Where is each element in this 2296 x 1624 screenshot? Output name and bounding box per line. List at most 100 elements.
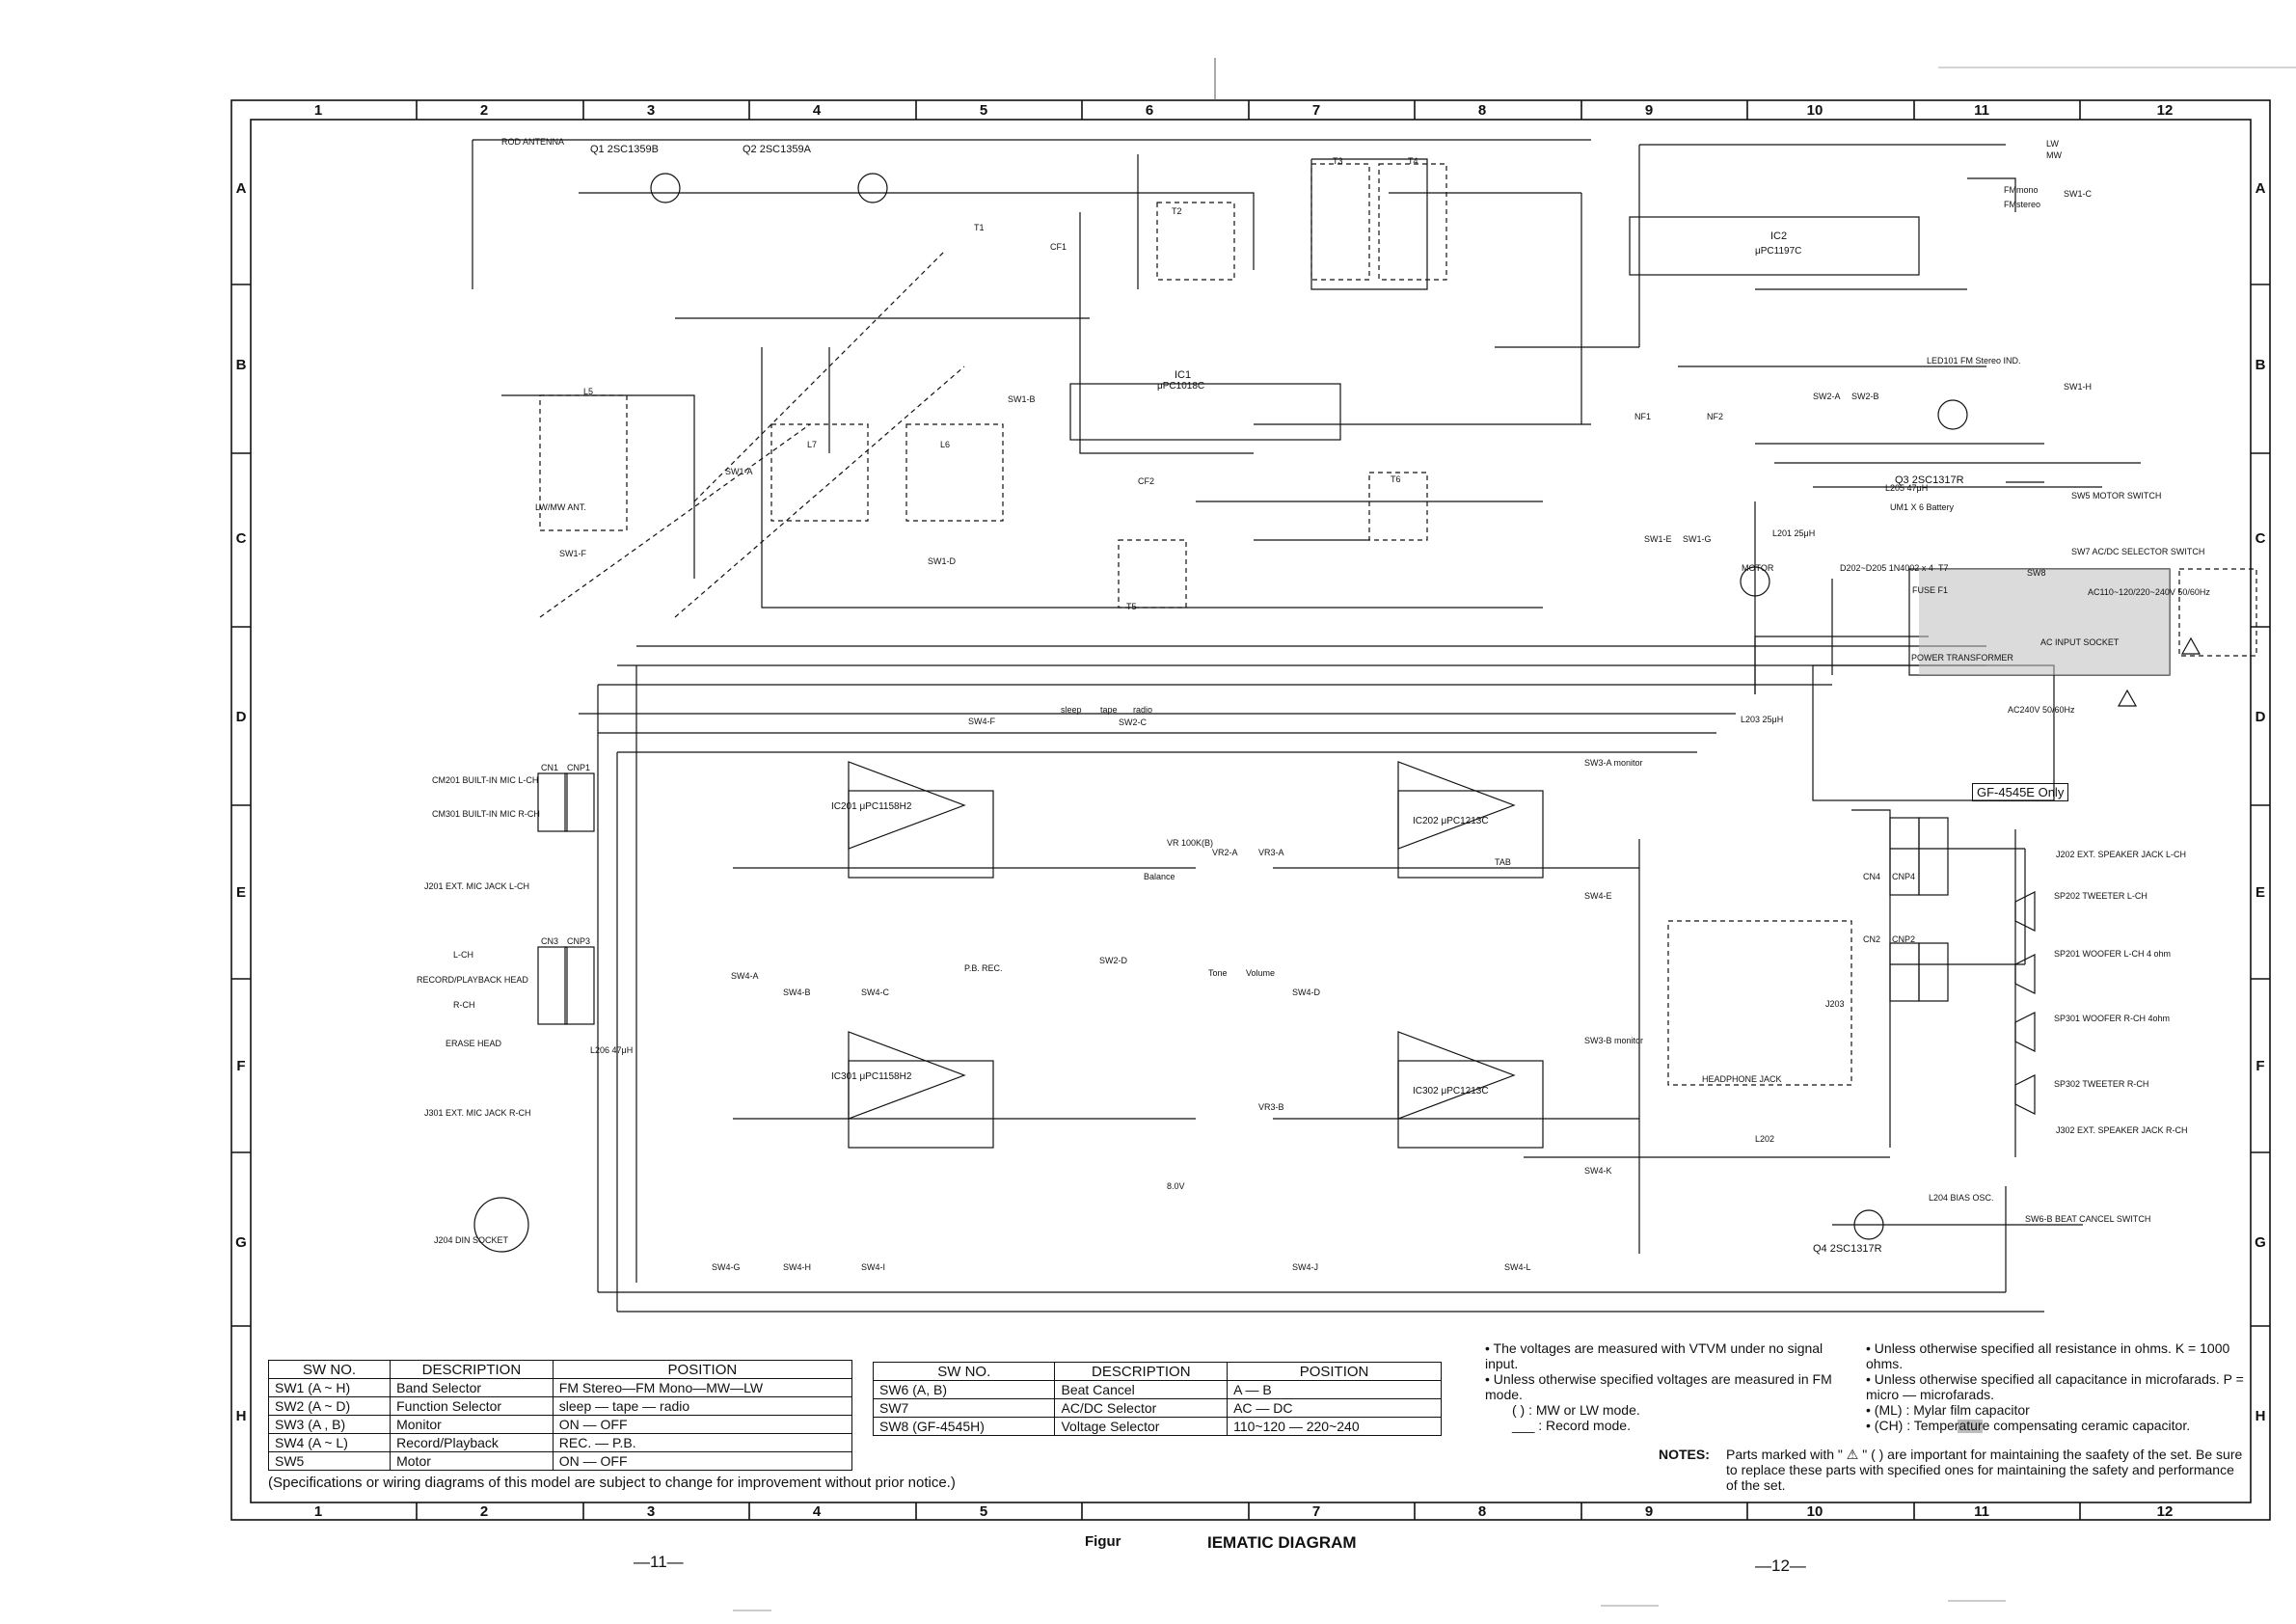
table-cell: SW4 (A ~ L) — [267, 1433, 392, 1452]
label-ic202: IC202 μPC1213C — [1413, 816, 1489, 826]
grid-col-top: 6 — [1145, 102, 1154, 119]
label-l6: L6 — [940, 440, 951, 449]
note-item: • Unless otherwise specified all resista… — [1866, 1340, 2230, 1371]
label-cn1: CN1 — [541, 763, 559, 772]
label-t6: T6 — [1391, 474, 1401, 484]
table-header: DESCRIPTION — [1054, 1362, 1229, 1381]
grid-col-bottom: 3 — [646, 1503, 656, 1520]
label-um1: UM1 X 6 Battery — [1890, 502, 1955, 512]
note-item: • Unless otherwise specified voltages ar… — [1485, 1371, 1832, 1402]
label-t4: T4 — [1408, 156, 1418, 166]
outer-frame — [230, 99, 2271, 1521]
table-header: DESCRIPTION — [390, 1360, 554, 1379]
grid-col-top: 2 — [479, 102, 489, 119]
grid-col-top: 8 — [1477, 102, 1487, 119]
label-sw4j: SW4-J — [1292, 1262, 1318, 1272]
label-sw1a: SW1-A — [725, 467, 753, 476]
notes-heading: NOTES: — [1659, 1447, 1710, 1462]
label-ic2-part: μPC1197C — [1755, 246, 1802, 257]
label-j201: J201 EXT. MIC JACK L-CH — [424, 881, 530, 891]
grid-col-bottom: 1 — [313, 1503, 323, 1520]
table-cell: SW1 (A ~ H) — [267, 1378, 392, 1397]
grid-col-top: 5 — [979, 102, 988, 119]
table-cell: ON — OFF — [552, 1451, 853, 1471]
grid-row-right: H — [2255, 1408, 2266, 1424]
figure-caption-left: Figur — [1085, 1533, 1121, 1550]
label-l204: L204 BIAS OSC. — [1929, 1193, 1994, 1203]
label-cnp2: CNP2 — [1892, 934, 1916, 944]
grid-col-bottom: 8 — [1477, 1503, 1487, 1520]
grid-col-top: 1 — [313, 102, 323, 119]
table-cell: AC/DC Selector — [1054, 1398, 1229, 1418]
label-mw: MW — [2046, 150, 2062, 160]
inner-frame — [250, 119, 2252, 1503]
label-ac-input-socket: AC INPUT SOCKET — [2040, 637, 2120, 647]
grid-col-top: 10 — [1806, 102, 1823, 119]
table-cell: Voltage Selector — [1054, 1417, 1229, 1436]
table-cell: REC. — P.B. — [552, 1433, 853, 1452]
label-sw4l: SW4-L — [1504, 1262, 1531, 1272]
note-item: • (ML) : Mylar film capacitor — [1866, 1402, 2030, 1418]
label-cn2: CN2 — [1863, 934, 1881, 944]
label-sw2b: SW2-B — [1851, 392, 1879, 401]
figure-caption-right: IEMATIC DIAGRAM — [1207, 1533, 1357, 1552]
grid-col-top: 3 — [646, 102, 656, 119]
label-sw3a: SW3-A monitor — [1584, 758, 1643, 768]
table-cell: SW5 — [267, 1451, 392, 1471]
table-row: SW5 Motor ON — OFF — [267, 1451, 853, 1471]
label-tab: TAB — [1495, 857, 1511, 867]
table-cell: Band Selector — [390, 1378, 554, 1397]
label-fuse: FUSE F1 — [1912, 585, 1949, 595]
table-cell: 110~120 — 220~240 — [1227, 1417, 1442, 1436]
label-balance: Balance — [1144, 872, 1175, 881]
label-rec-pb-head: RECORD/PLAYBACK HEAD — [417, 975, 528, 985]
note-text: (CH) : Temperature compensating ceramic … — [1874, 1418, 2191, 1433]
label-lw: LW — [2046, 139, 2059, 149]
label-sw1h: SW1-H — [2064, 382, 2092, 392]
label-sw4g: SW4-G — [712, 1262, 741, 1272]
grid-col-bottom: 5 — [979, 1503, 988, 1520]
table-header: POSITION — [1227, 1362, 1442, 1381]
note-text: Unless otherwise specified voltages are … — [1485, 1371, 1832, 1402]
label-sp201: SP201 WOOFER L-CH 4 ohm — [2054, 949, 2172, 959]
grid-row-left: H — [235, 1408, 247, 1424]
table-row: SW2 (A ~ D) Function Selector sleep — ta… — [267, 1396, 853, 1416]
table-cell: AC — DC — [1227, 1398, 1442, 1418]
grid-row-left: A — [235, 180, 247, 197]
label-j301: J301 EXT. MIC JACK R-CH — [424, 1108, 531, 1118]
label-l205: L205 47μH — [1885, 483, 1929, 493]
label-headphone-jack: HEADPHONE JACK — [1702, 1074, 1782, 1084]
note-item: • Unless otherwise specified all capacit… — [1866, 1371, 2244, 1402]
label-fm-stereo-ind: LED101 FM Stereo IND. — [1927, 356, 2021, 365]
grid-col-top: 9 — [1644, 102, 1654, 119]
table-cell: ON — OFF — [552, 1415, 853, 1434]
label-sw4k: SW4-K — [1584, 1166, 1612, 1176]
grid-row-left: F — [236, 1058, 246, 1074]
label-sw4c: SW4-C — [861, 988, 889, 997]
grid-col-bottom: 11 — [1974, 1503, 1989, 1520]
table-row: SW3 (A , B) Monitor ON — OFF — [267, 1415, 853, 1434]
label-fm-stereo: FMstereo — [2004, 200, 2041, 209]
page-number-left: —11— — [634, 1553, 684, 1571]
label-sp302: SP302 TWEETER R-CH — [2054, 1079, 2149, 1089]
label-cn4: CN4 — [1863, 872, 1881, 881]
label-sw4d: SW4-D — [1292, 988, 1320, 997]
note-legend: ___ : Record mode. — [1512, 1418, 1631, 1433]
label-sw1g: SW1-G — [1683, 534, 1712, 544]
label-radio: radio — [1133, 705, 1153, 715]
grid-ticks — [231, 100, 2270, 1520]
label-cnp1: CNP1 — [567, 763, 591, 772]
label-j203: J203 — [1825, 999, 1845, 1009]
label-cm301: CM301 BUILT-IN MIC R-CH — [432, 809, 540, 819]
label-vr2a: VR2-A — [1212, 848, 1238, 857]
label-ic2: IC2 — [1770, 230, 1788, 242]
grid-row-left: C — [235, 530, 247, 547]
label-l5: L5 — [583, 387, 594, 396]
label-t1: T1 — [974, 223, 985, 232]
label-vr3a: VR3-A — [1258, 848, 1284, 857]
label-fm-mono: FMmono — [2004, 185, 2039, 195]
label-sp301: SP301 WOOFER R-CH 4ohm — [2054, 1014, 2171, 1023]
label-cf2: CF2 — [1138, 476, 1155, 486]
